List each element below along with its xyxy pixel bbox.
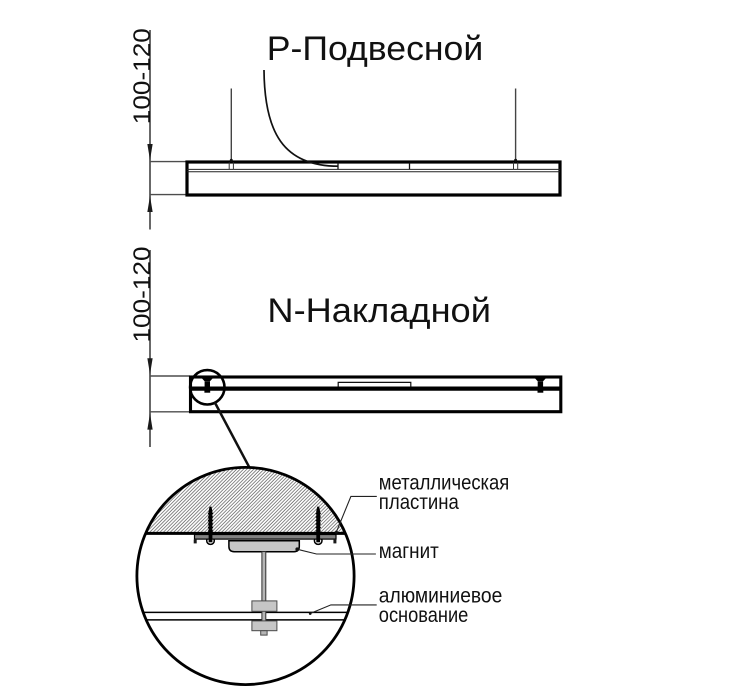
svg-text:алюминиевое: алюминиевое — [379, 585, 503, 608]
svg-text:N-Накладной: N-Накладной — [267, 292, 491, 330]
svg-text:металлическая: металлическая — [379, 472, 510, 495]
svg-text:пластина: пластина — [379, 491, 459, 514]
svg-text:Р-Подвесной: Р-Подвесной — [267, 30, 484, 68]
svg-text:100-120: 100-120 — [129, 28, 156, 124]
svg-text:основание: основание — [379, 604, 469, 627]
svg-text:магнит: магнит — [379, 540, 439, 563]
svg-text:100-120: 100-120 — [129, 247, 156, 343]
